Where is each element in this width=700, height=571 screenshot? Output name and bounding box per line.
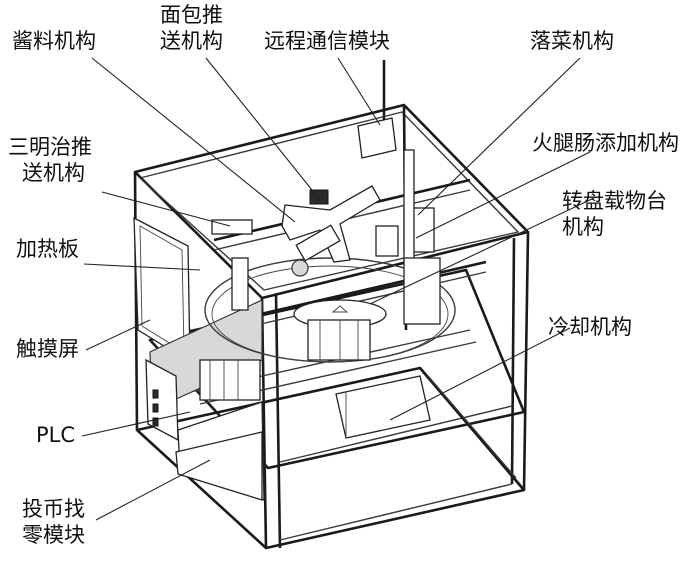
leader-lines [81,57,595,521]
label-ham-add-mechanism: 火腿肠添加机构 [532,131,679,155]
label-coin-module-line2: 零模块 [22,523,85,547]
label-vegetable-drop-mechanism: 落菜机构 [530,29,614,53]
label-cooling-mechanism: 冷却机构 [548,315,632,339]
label-sauce-mechanism: 酱料机构 [12,29,96,53]
label-coin-module-line1: 投币找 [22,497,85,521]
label-plc: PLC [36,423,76,447]
label-sandwich-push-line2: 送机构 [22,161,85,185]
label-turntable-line2: 机构 [562,215,604,239]
label-touchscreen: 触摸屏 [16,337,79,361]
label-remote-comm-module: 远程通信模块 [264,29,390,53]
label-heating-plate: 加热板 [16,237,79,261]
interior-mechanisms [175,60,456,501]
label-bread-push-line2: 送机构 [160,29,223,53]
label-turntable-line1: 转盘载物台 [562,189,667,213]
label-bread-push-line1: 面包推 [160,3,223,27]
label-sandwich-push-line1: 三明治推 [8,135,92,159]
